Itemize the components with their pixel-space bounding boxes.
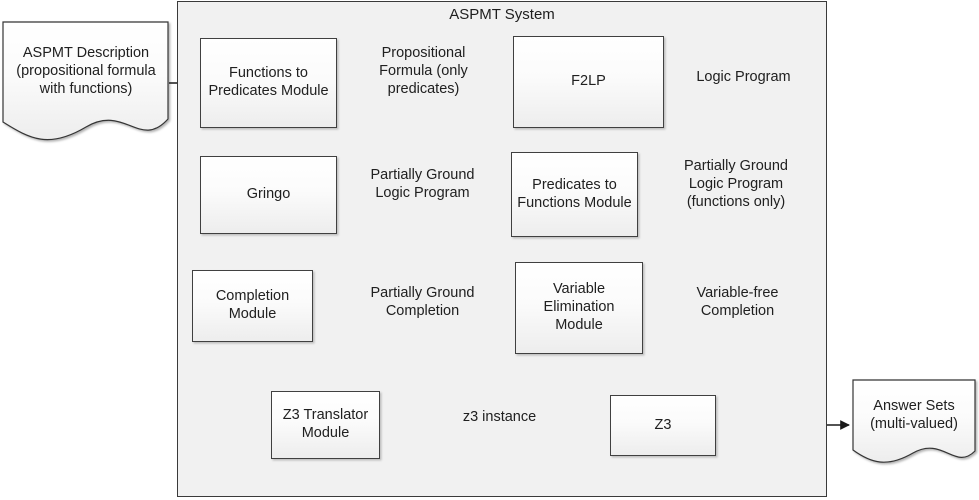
- shape-aspmt-description: [2, 21, 169, 141]
- node-label-completion-module: Completion Module: [215, 288, 290, 322]
- node-gringo[interactable]: Gringo: [200, 156, 337, 234]
- node-completion-module[interactable]: Completion Module: [192, 270, 313, 342]
- node-f2lp[interactable]: F2LP: [513, 36, 664, 128]
- node-z3-instance[interactable]: z3 instance: [455, 390, 544, 446]
- node-variable-free-completion[interactable]: Variable-free Completion: [666, 270, 809, 336]
- node-functions-to-predicates-module[interactable]: Functions to Predicates Module: [200, 38, 337, 128]
- node-answer-sets[interactable]: Answer Sets (multi-valued): [853, 380, 975, 452]
- node-label-variable-elimination-module: Variable Elimination Module: [543, 281, 615, 333]
- node-label-f2lp: F2LP: [571, 73, 606, 90]
- node-z3-translator-module[interactable]: Z3 Translator Module: [271, 391, 380, 459]
- node-label-z3-instance: z3 instance: [462, 409, 537, 426]
- shape-answer-sets: [852, 379, 976, 463]
- node-label-aspmt-description: ASPMT Description (propositional formula…: [16, 45, 156, 97]
- node-logic-program[interactable]: Logic Program: [678, 40, 809, 116]
- node-label-partially-ground-logic-program: Partially Ground Logic Program: [370, 167, 475, 201]
- node-predicates-to-functions-module[interactable]: Predicates to Functions Module: [511, 152, 638, 237]
- node-label-logic-program: Logic Program: [696, 69, 791, 86]
- node-z3[interactable]: Z3: [610, 395, 716, 456]
- node-label-gringo: Gringo: [246, 186, 291, 203]
- node-label-propositional-formula: Propositional Formula (only predicates): [379, 45, 468, 97]
- node-label-functions-to-predicates-module: Functions to Predicates Module: [208, 65, 329, 99]
- node-label-partially-ground-logic-program-functions-only: Partially Ground Logic Program (function…: [684, 158, 788, 210]
- node-variable-elimination-module[interactable]: Variable Elimination Module: [515, 262, 643, 354]
- node-label-answer-sets: Answer Sets (multi-valued): [870, 398, 958, 432]
- node-label-z3-translator-module: Z3 Translator Module: [282, 407, 369, 441]
- node-partially-ground-logic-program[interactable]: Partially Ground Logic Program: [357, 146, 488, 224]
- node-partially-ground-logic-program-functions-only[interactable]: Partially Ground Logic Program (function…: [662, 146, 810, 224]
- node-label-variable-free-completion: Variable-free Completion: [696, 285, 779, 319]
- node-partially-ground-completion[interactable]: Partially Ground Completion: [357, 270, 488, 336]
- node-label-z3: Z3: [654, 416, 672, 433]
- node-label-partially-ground-completion: Partially Ground Completion: [370, 285, 475, 319]
- node-label-predicates-to-functions-module: Predicates to Functions Module: [517, 176, 632, 211]
- aspmt-system-title: ASPMT System: [449, 6, 555, 23]
- node-aspmt-description[interactable]: ASPMT Description (propositional formula…: [3, 22, 169, 122]
- node-propositional-formula[interactable]: Propositional Formula (only predicates): [358, 34, 489, 110]
